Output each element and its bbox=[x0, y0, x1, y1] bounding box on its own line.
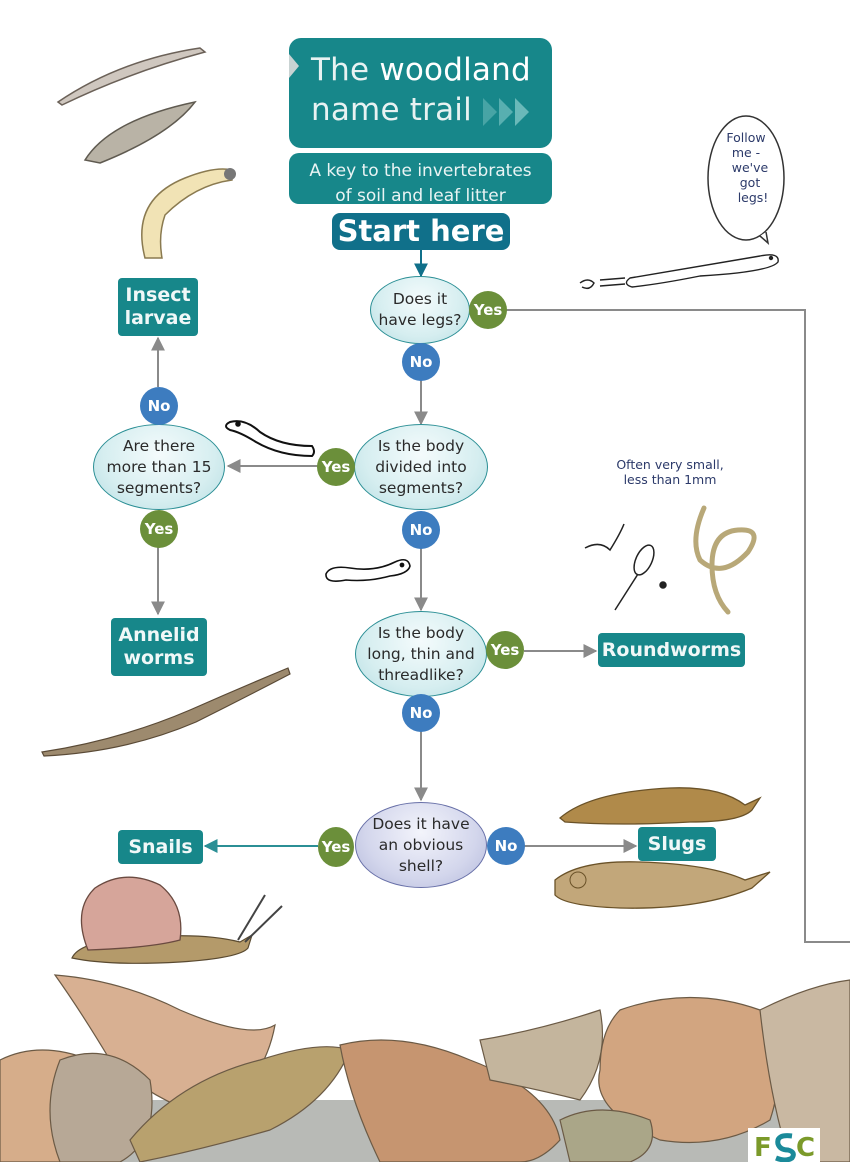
result-text: worms bbox=[123, 647, 195, 669]
size-note-line2: less than 1mm bbox=[623, 472, 717, 487]
page-title: The woodland name trail bbox=[311, 50, 531, 130]
question-text: divided into bbox=[375, 457, 467, 476]
question-text: Does it bbox=[392, 290, 448, 308]
subtitle-line2: of soil and leaf litter bbox=[335, 186, 506, 206]
speech-line: legs! bbox=[737, 190, 769, 205]
result-slugs[interactable]: Slugs bbox=[638, 827, 716, 861]
segments-no-badge[interactable]: No bbox=[402, 511, 440, 549]
title-notch-icon bbox=[289, 54, 299, 78]
question-threadlike[interactable]: Is the body long, thin and threadlike? bbox=[355, 611, 487, 697]
subtitle-line1: A key to the invertebrates bbox=[309, 161, 532, 181]
question-text: more than 15 bbox=[106, 457, 212, 476]
title-banner: The woodland name trail bbox=[289, 38, 552, 148]
size-note-line1: Often very small, bbox=[616, 457, 724, 472]
magnifying-glass-cartoon bbox=[584, 523, 667, 611]
thread-worm-cartoon bbox=[325, 558, 411, 582]
slug-drawings bbox=[554, 787, 771, 909]
question-text: Is the body bbox=[377, 623, 465, 642]
thread-no-badge[interactable]: No bbox=[402, 694, 440, 732]
title-word-the: The bbox=[311, 52, 370, 88]
question-text: Is the body bbox=[377, 436, 465, 455]
result-insect-larvae[interactable]: Insect larvae bbox=[118, 278, 198, 336]
speech-line: got bbox=[739, 175, 761, 190]
question-text: segments? bbox=[378, 478, 464, 497]
shell-no-badge[interactable]: No bbox=[487, 827, 525, 865]
result-snails[interactable]: Snails bbox=[118, 830, 203, 864]
question-has-legs[interactable]: Does it have legs? bbox=[370, 276, 470, 344]
leaf-litter-drawing bbox=[0, 974, 850, 1162]
fifteen-yes-badge[interactable]: Yes bbox=[140, 510, 178, 548]
question-text: have legs? bbox=[378, 311, 462, 329]
chevron-right-icon bbox=[515, 98, 529, 126]
question-text: Are there bbox=[122, 436, 196, 455]
roundworm-drawing bbox=[693, 505, 757, 615]
legs-yes-badge[interactable]: Yes bbox=[469, 291, 507, 329]
result-annelid-worms[interactable]: Annelid worms bbox=[111, 618, 207, 676]
question-has-shell[interactable]: Does it have an obvious shell? bbox=[355, 802, 487, 888]
legs-no-badge[interactable]: No bbox=[402, 343, 440, 381]
fsc-logo-mark: F C bbox=[754, 1133, 815, 1162]
question-text: threadlike? bbox=[378, 665, 464, 684]
question-text: an obvious bbox=[378, 835, 464, 854]
question-text: segments? bbox=[116, 478, 202, 497]
speech-bubble-text: Follow me - we've got legs! bbox=[714, 130, 778, 205]
thread-yes-badge[interactable]: Yes bbox=[486, 631, 524, 669]
chevron-right-icon bbox=[483, 98, 497, 126]
svg-text:F: F bbox=[754, 1133, 772, 1162]
segments-yes-badge[interactable]: Yes bbox=[317, 448, 355, 486]
question-text: Does it have bbox=[372, 814, 470, 833]
result-text: Insect bbox=[125, 284, 191, 306]
fifteen-no-badge[interactable]: No bbox=[140, 387, 178, 425]
chevron-right-icon bbox=[499, 98, 513, 126]
question-text: shell? bbox=[398, 856, 444, 875]
question-segmented[interactable]: Is the body divided into segments? bbox=[354, 424, 488, 510]
snail-drawing bbox=[71, 876, 283, 964]
result-roundworms[interactable]: Roundworms bbox=[598, 633, 745, 667]
legs-yes-connector bbox=[506, 309, 850, 943]
start-here-label: Start here bbox=[332, 213, 510, 250]
shell-yes-badge[interactable]: Yes bbox=[318, 827, 354, 867]
speech-line: me - bbox=[731, 145, 761, 160]
speech-line: Follow bbox=[726, 130, 766, 145]
insect-larvae-drawings bbox=[56, 47, 236, 259]
title-line2: name trail bbox=[311, 92, 472, 128]
result-text: larvae bbox=[124, 307, 192, 329]
title-word-woodland: woodland bbox=[379, 52, 531, 88]
result-text: Annelid bbox=[118, 624, 200, 646]
size-note: Often very small, less than 1mm bbox=[590, 457, 750, 487]
fsc-logo: F C bbox=[748, 1128, 820, 1162]
speech-line: we've bbox=[731, 160, 769, 175]
subtitle-banner: A key to the invertebrates of soil and l… bbox=[289, 153, 552, 206]
millipede-cartoon bbox=[579, 254, 779, 290]
speech-bubble bbox=[707, 115, 785, 245]
svg-text:C: C bbox=[796, 1133, 815, 1162]
segmented-worm-cartoon bbox=[225, 420, 315, 458]
question-more-than-15[interactable]: Are there more than 15 segments? bbox=[93, 424, 225, 510]
question-text: long, thin and bbox=[367, 644, 475, 663]
earthworm-drawing bbox=[41, 667, 291, 757]
